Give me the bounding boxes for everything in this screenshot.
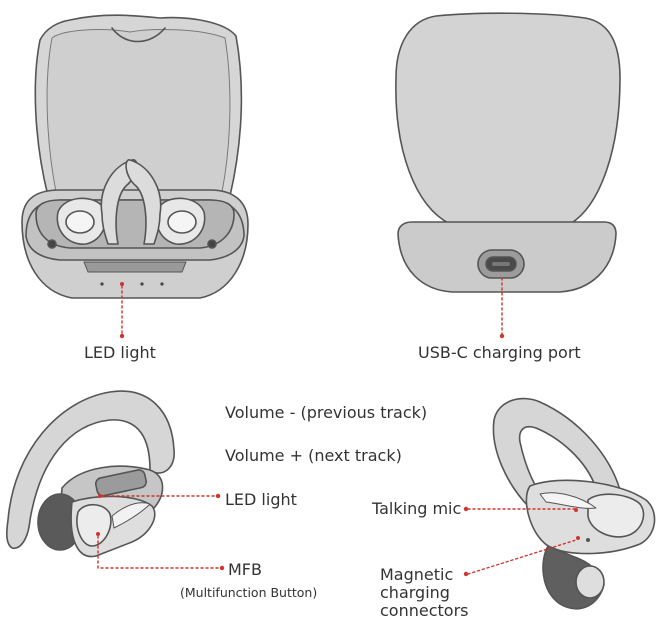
ear-hook-left [6,390,175,549]
case-lid-closed [395,12,621,225]
label-earbud-led: LED light [225,490,297,509]
label-case-led: LED light [84,343,156,362]
case-led-indicator [120,282,124,286]
earbud-right [492,397,656,610]
mfb-indicator [96,532,100,536]
label-mfb-full: (Multifunction Button) [180,585,318,600]
leader-mfb [97,535,221,569]
label-magnetic-line2: charging [380,583,450,602]
label-magnetic-line3: connectors [380,601,469,620]
label-magnetic-connectors: Magnetic charging connectors [380,566,468,620]
case-led-dots [100,282,164,286]
earbud-left [6,390,175,558]
label-usb-c-port: USB-C charging port [418,343,581,362]
label-mfb: MFB [228,560,262,579]
open-charging-case [21,14,249,299]
label-volume-minus: Volume - (previous track) [225,403,428,422]
magnetic-connectors-indicator [576,536,580,540]
talking-mic-indicator [574,508,578,512]
earbud-led-indicator [98,494,102,498]
label-talking-mic: Talking mic [372,499,462,518]
label-volume-plus: Volume + (next track) [225,446,402,465]
leader-magnetic [467,539,577,575]
label-magnetic-line1: Magnetic [380,565,454,584]
closed-charging-case [395,12,621,293]
